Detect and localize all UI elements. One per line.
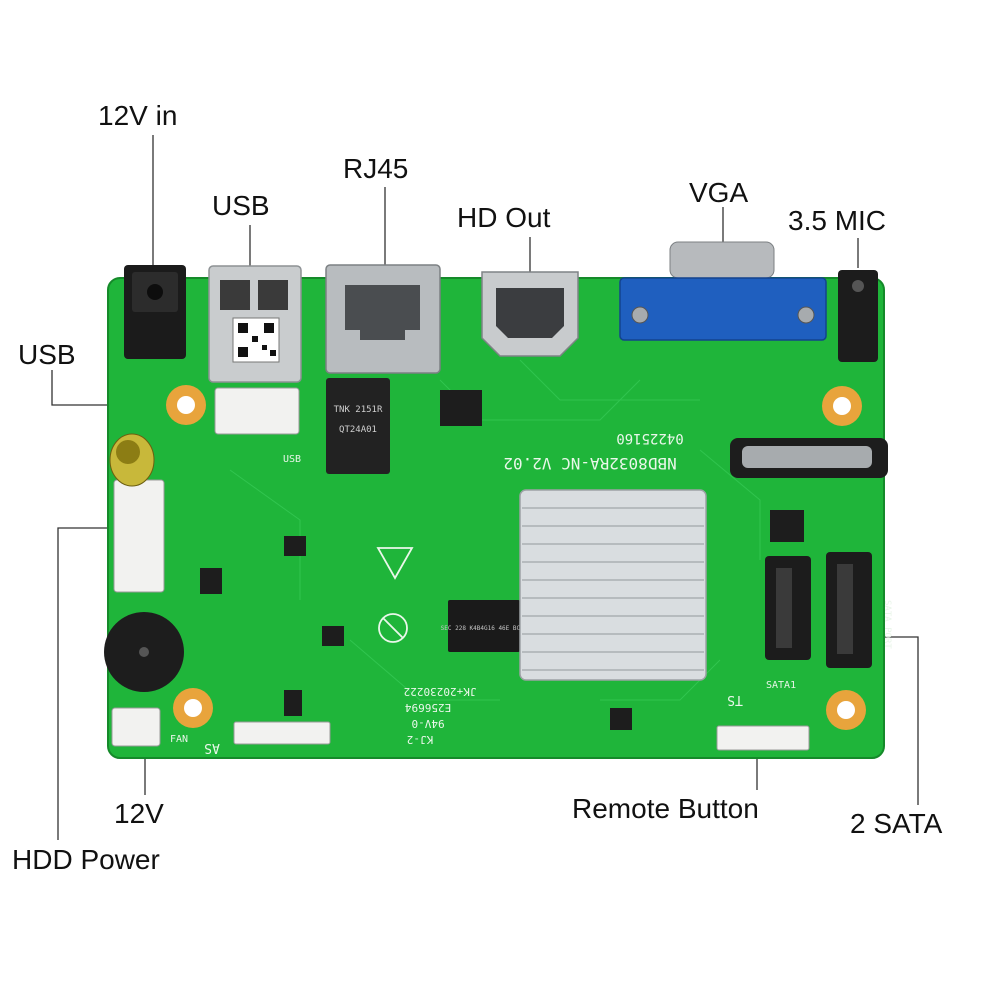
label-hd-out: HD Out — [457, 202, 551, 233]
hdmi-opening — [496, 288, 564, 338]
sata-port-label: SATA PORT — [882, 600, 892, 649]
ic-chip — [440, 390, 482, 426]
board-batch-text: JK+20230222 — [404, 685, 477, 698]
ram-chip-body — [448, 600, 520, 652]
vga-body — [619, 277, 827, 341]
usb-header-label: USB — [283, 454, 301, 465]
mic-jack-body — [838, 270, 878, 362]
capacitor — [109, 433, 155, 487]
label-12v: 12V — [114, 798, 164, 829]
ic-chip — [284, 690, 302, 716]
ic-chip — [200, 568, 222, 594]
fan-label: FAN — [170, 734, 188, 745]
sata1-label: SATA1 — [766, 680, 796, 691]
mic-jack — [838, 270, 878, 362]
board-model-text: NBD8032RA-NC V2.02 — [503, 454, 676, 473]
label-usb-top: USB — [212, 190, 270, 221]
magnetics-chip: TNK 2151R QT24A01 — [326, 378, 390, 474]
buzzer-hole — [139, 647, 149, 657]
board-rev-text: KJ-2 — [407, 733, 434, 746]
capacitor-top — [116, 440, 140, 464]
board-ts-text: TS — [727, 692, 743, 707]
rj45-port — [325, 264, 441, 374]
no-lead-icon — [378, 613, 408, 643]
bottom-header — [233, 721, 331, 745]
rj45-opening — [345, 285, 420, 340]
board-rating-text: 94V-0 — [411, 717, 444, 730]
hdd-power-connector — [113, 479, 165, 593]
board-as-text: AS — [204, 740, 220, 755]
label-hdd-power: HDD Power — [12, 844, 160, 875]
sata-connector-slot — [837, 564, 853, 654]
battery-holder — [730, 438, 888, 478]
label-remote-button: Remote Button — [572, 793, 759, 824]
magnetics-text: TNK 2151R — [334, 405, 383, 415]
vga-connector-top — [669, 241, 775, 279]
leader-sata — [873, 636, 919, 805]
trace — [349, 639, 500, 701]
trace — [699, 449, 761, 560]
sata-connectors: SATA1 SATA PORT — [765, 552, 892, 691]
battery-cell — [742, 446, 872, 468]
no-lead-icon-slash — [382, 617, 404, 639]
label-rj45: RJ45 — [343, 153, 409, 184]
leader-lines — [51, 135, 919, 840]
ic-chip — [770, 510, 804, 542]
recycle-triangle-icon — [376, 547, 414, 580]
ic-chips — [200, 390, 804, 730]
vga-screw-right — [797, 306, 815, 324]
board-lot-text: E256694 — [404, 701, 451, 714]
label-12v-in: 12V in — [98, 100, 178, 131]
usb-slot-right — [258, 280, 288, 310]
vga-screw-left — [631, 306, 649, 324]
usb-port-top — [208, 265, 302, 383]
ic-chip — [610, 708, 632, 730]
magnetics-part-text: QT24A01 — [339, 425, 377, 435]
fan-connector — [111, 707, 161, 747]
label-3-5-mic: 3.5 MIC — [788, 205, 887, 236]
usb-header — [214, 387, 300, 435]
sata-connector-slot — [776, 568, 792, 648]
vga-port — [619, 241, 827, 341]
ram-chip-text: SEC 228 K4B4G16 46E BCNB — [441, 625, 528, 632]
label-2-sata: 2 SATA — [850, 808, 943, 839]
magnetics-body — [326, 378, 390, 474]
trace — [519, 359, 700, 401]
heatsink-body — [519, 489, 707, 681]
hdmi-port — [481, 271, 579, 357]
heatsink — [519, 489, 707, 681]
leader-hdd-power — [57, 527, 118, 840]
ram-chip: SEC 228 K4B4G16 46E BCNB — [441, 600, 528, 652]
heatsink-fins — [522, 507, 704, 671]
mount-holes — [166, 385, 866, 730]
ic-chip — [322, 626, 344, 646]
ic-chip — [284, 536, 306, 556]
label-vga: VGA — [689, 177, 749, 208]
compliance-marks — [376, 547, 414, 643]
board-serial-text: 04225160 — [616, 430, 683, 446]
usb-slot-left — [220, 280, 250, 310]
silkscreen: NBD8032RA-NC V2.02 04225160 JK+20230222 … — [204, 430, 743, 755]
power-jack-pin — [147, 284, 163, 300]
label-usb-side: USB — [18, 339, 76, 370]
power-jack — [124, 265, 186, 359]
buzzer — [104, 612, 184, 692]
trace — [229, 469, 301, 600]
qr-code-icon — [238, 323, 276, 357]
pcb-traces — [229, 359, 761, 701]
remote-header — [716, 725, 810, 751]
mic-jack-hole — [852, 280, 864, 292]
